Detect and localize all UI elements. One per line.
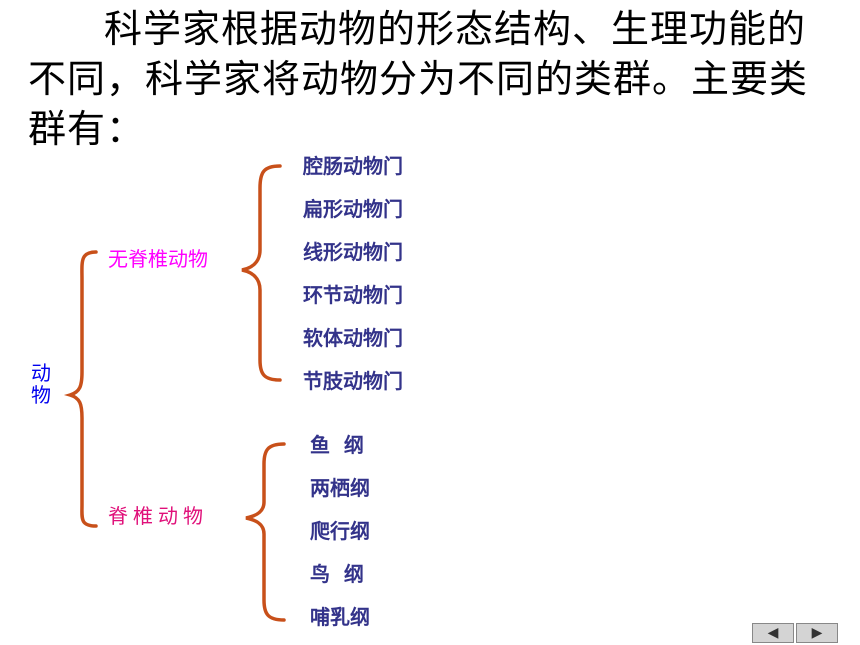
intro-paragraph: 科学家根据动物的形态结构、生理功能的不同，科学家将动物分为不同的类群。主要类群有… [28, 7, 809, 151]
next-slide-button[interactable]: ▶ [796, 623, 838, 643]
phylum-item: 线形动物门 [303, 240, 403, 264]
invertebrate-brace [241, 164, 282, 382]
class-item: 鱼 纲 [310, 433, 364, 457]
root-brace [63, 250, 98, 528]
vertebrate-brace [245, 442, 286, 622]
triangle-left-icon: ◀ [767, 625, 779, 641]
class-item: 哺乳纲 [310, 605, 370, 629]
prev-slide-button[interactable]: ◀ [752, 623, 794, 643]
phylum-item: 扁形动物门 [303, 197, 403, 221]
slide-navigation: ◀ ▶ [752, 623, 838, 643]
category-vertebrates: 脊椎动物 [108, 504, 208, 528]
class-item: 爬行纲 [310, 519, 370, 543]
root-label-animals: 动物 [31, 361, 51, 407]
phylum-item: 节肢动物门 [303, 369, 403, 393]
triangle-right-icon: ▶ [811, 625, 823, 641]
phylum-item: 腔肠动物门 [303, 154, 403, 178]
phylum-item: 环节动物门 [303, 283, 403, 307]
class-item: 两栖纲 [310, 476, 370, 500]
class-item: 鸟 纲 [310, 562, 364, 586]
phylum-item: 软体动物门 [303, 326, 403, 350]
category-invertebrates: 无脊椎动物 [108, 247, 208, 271]
